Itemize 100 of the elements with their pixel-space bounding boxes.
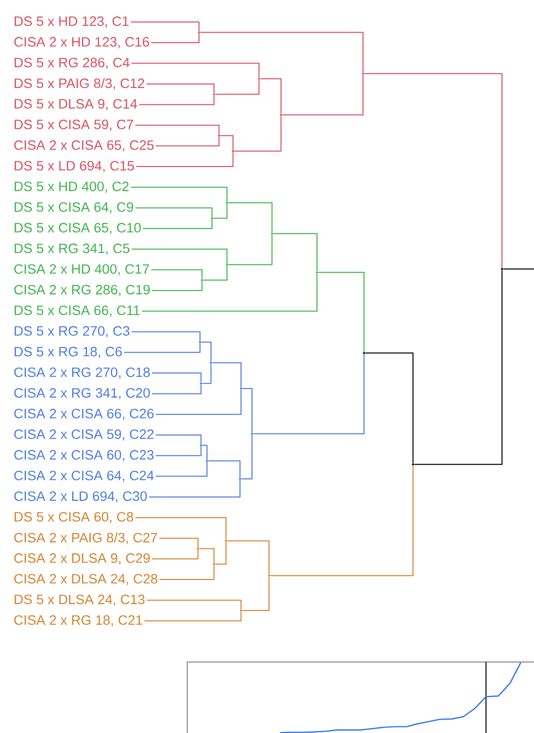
dendrogram-link [152, 372, 202, 383]
dendrogram-link [414, 270, 502, 465]
dendrogram-link [200, 342, 212, 362]
junction-point [412, 463, 414, 466]
junction-point [500, 268, 504, 270]
dendrogram-link [214, 80, 260, 95]
dendrogram-link [502, 268, 534, 270]
dendrogram-link [136, 152, 234, 168]
dendrogram-link [146, 600, 242, 610]
leaf-label: DS 5 x CISA 66, C11 [14, 306, 140, 317]
dendrogram-link [144, 611, 242, 622]
dendrogram-link [131, 331, 200, 342]
dendrogram-link [159, 564, 214, 580]
leaf-label: CISA 2 x HD 123, C16 [14, 37, 150, 48]
dendrogram-link [134, 517, 226, 540]
leaf-label: CISA 2 x RG 286, C19 [14, 284, 150, 296]
junction-point [226, 264, 228, 266]
leaf-label: DS 5 x DLSA 24, C13 [14, 594, 144, 606]
dendrogram-link [212, 204, 228, 219]
leaf-label: DS 5 x CISA 59, C7 [14, 120, 134, 131]
junction-point [210, 217, 214, 220]
junction-point [200, 382, 202, 384]
dendrogram-link [124, 342, 200, 353]
dendrogram-link [134, 207, 212, 218]
leaf-label: CISA 2 x HD 400, C17 [14, 264, 149, 276]
junction-point [210, 362, 212, 364]
dendrogram-link [202, 265, 228, 281]
junction-point [270, 232, 274, 235]
dendrogram-link [141, 273, 318, 312]
leaf-label: DS 5 x CISA 60, C8 [14, 512, 134, 524]
dendrogram-link [134, 124, 220, 135]
leaf-label: CISA 2 x CISA 66, C26 [14, 408, 154, 420]
leaf-label: CISA 2 x DLSA 9, C29 [14, 553, 150, 565]
dendrogram-link [200, 32, 364, 73]
dendrogram-link [202, 364, 212, 384]
dendrogram-link [220, 135, 234, 150]
junction-point [200, 279, 204, 282]
dendrogram-link [208, 460, 240, 478]
leaf-label: DS 5 x CISA 64, C9 [14, 202, 134, 214]
dendrogram-link [282, 74, 364, 116]
junction-point [218, 134, 220, 137]
dendrogram-link [364, 352, 414, 464]
dendrogram-link [364, 73, 502, 268]
dendrogram-link [202, 444, 208, 460]
junction-point [280, 114, 282, 116]
dendrogram-link [228, 234, 272, 266]
dendrogram-link [131, 248, 228, 264]
dendrogram-link [148, 480, 240, 498]
leaf-label: CISA 2 x DLSA 24, C28 [14, 574, 158, 586]
dendrogram-link [234, 116, 282, 152]
dendrogram-link [272, 233, 318, 272]
dendrogram-link [214, 542, 226, 565]
dendrogram-link [152, 280, 202, 291]
dendrogram-link [142, 219, 212, 229]
dendrogram-link [155, 446, 202, 456]
leaf-label: CISA 2 x PAIG 8/3, C27 [14, 532, 158, 544]
dendrogram-link [242, 388, 252, 433]
leaf-label: DS 5 x RG 341, C5 [14, 244, 130, 255]
dendrogram-link [138, 95, 214, 106]
leaf-label: DS 5 x LD 694, C15 [14, 160, 134, 172]
dendrogram-link [155, 136, 220, 146]
dendrogram-link [150, 33, 200, 44]
dendrogram-link [212, 362, 242, 388]
junction-point [240, 609, 242, 612]
leaf-label: CISA 2 x CISA 64, C24 [14, 470, 154, 482]
junction-point [224, 540, 228, 542]
leaf-label: DS 5 x RG 18, C6 [14, 346, 122, 358]
leaf-label: DS 5 x RG 286, C4 [14, 58, 130, 69]
dendrogram-link [260, 78, 282, 114]
dendrogram-link [240, 434, 252, 480]
junction-point [198, 31, 200, 34]
junction-point [232, 150, 234, 152]
dendrogram-link [198, 548, 214, 564]
dendrogram-link [130, 186, 228, 202]
leaf-label: DS 5 x HD 123, C1 [14, 16, 129, 28]
dendrogram-link [226, 540, 270, 575]
junction-point [240, 387, 242, 390]
junction-point [258, 78, 260, 80]
leaf-label: CISA 2 x CISA 65, C25 [14, 140, 154, 152]
dendrogram-link [130, 22, 200, 32]
dendrogram-link [252, 354, 364, 434]
dendrogram-link [318, 272, 364, 352]
dendrogram-link [155, 389, 242, 415]
junction-point [212, 563, 216, 566]
junction-point [250, 432, 254, 435]
junction-point [316, 271, 318, 274]
leaf-label: DS 5 x HD 400, C2 [14, 182, 129, 193]
junction-point [268, 574, 270, 577]
leaf-label: CISA 2 x CISA 60, C23 [14, 450, 154, 462]
dendrogram-link [155, 462, 208, 477]
leaf-label: DS 5 x PAIG 8/3, C12 [14, 78, 144, 90]
dendrogram-link [152, 549, 198, 560]
leaf-label: CISA 2 x CISA 59, C22 [14, 429, 154, 441]
dendrogram-link [158, 538, 198, 548]
dendrogram-link [131, 62, 260, 78]
junction-point [362, 352, 366, 354]
dendrogram-link [152, 384, 202, 394]
dendrogram-link [270, 465, 414, 576]
junction-point [212, 93, 216, 96]
dendrogram-link [150, 269, 202, 280]
